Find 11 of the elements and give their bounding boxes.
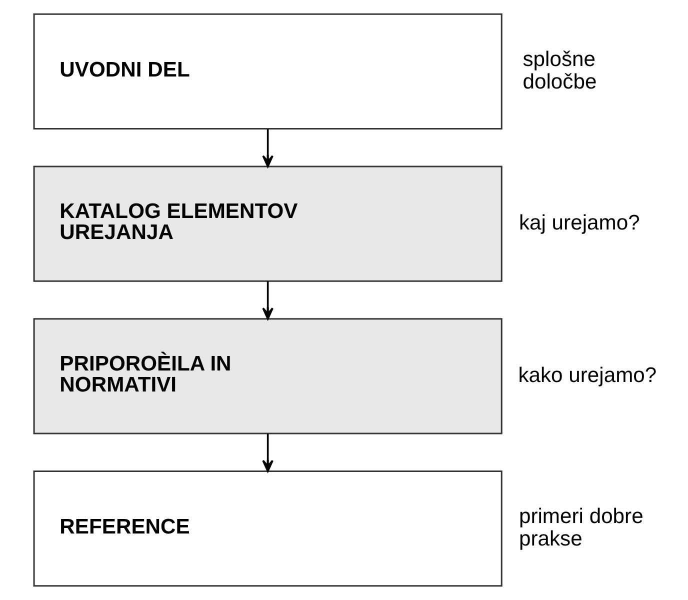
node-label: kako urejamo? <box>518 364 657 387</box>
node-box: UVODNI DEL <box>33 13 502 130</box>
node-box: KATALOG ELEMENTOV UREJANJA <box>33 166 502 282</box>
arrow <box>262 281 274 320</box>
node-label: splošne določbe <box>522 48 597 94</box>
arrow <box>262 434 274 472</box>
node-label: primeri dobre prakse <box>518 504 644 550</box>
arrow <box>262 129 274 168</box>
node-box: REFERENCE <box>33 470 502 587</box>
node-box: PRIPOROÈILA IN NORMATIVI <box>33 318 502 434</box>
node-label: kaj urejamo? <box>518 211 640 234</box>
